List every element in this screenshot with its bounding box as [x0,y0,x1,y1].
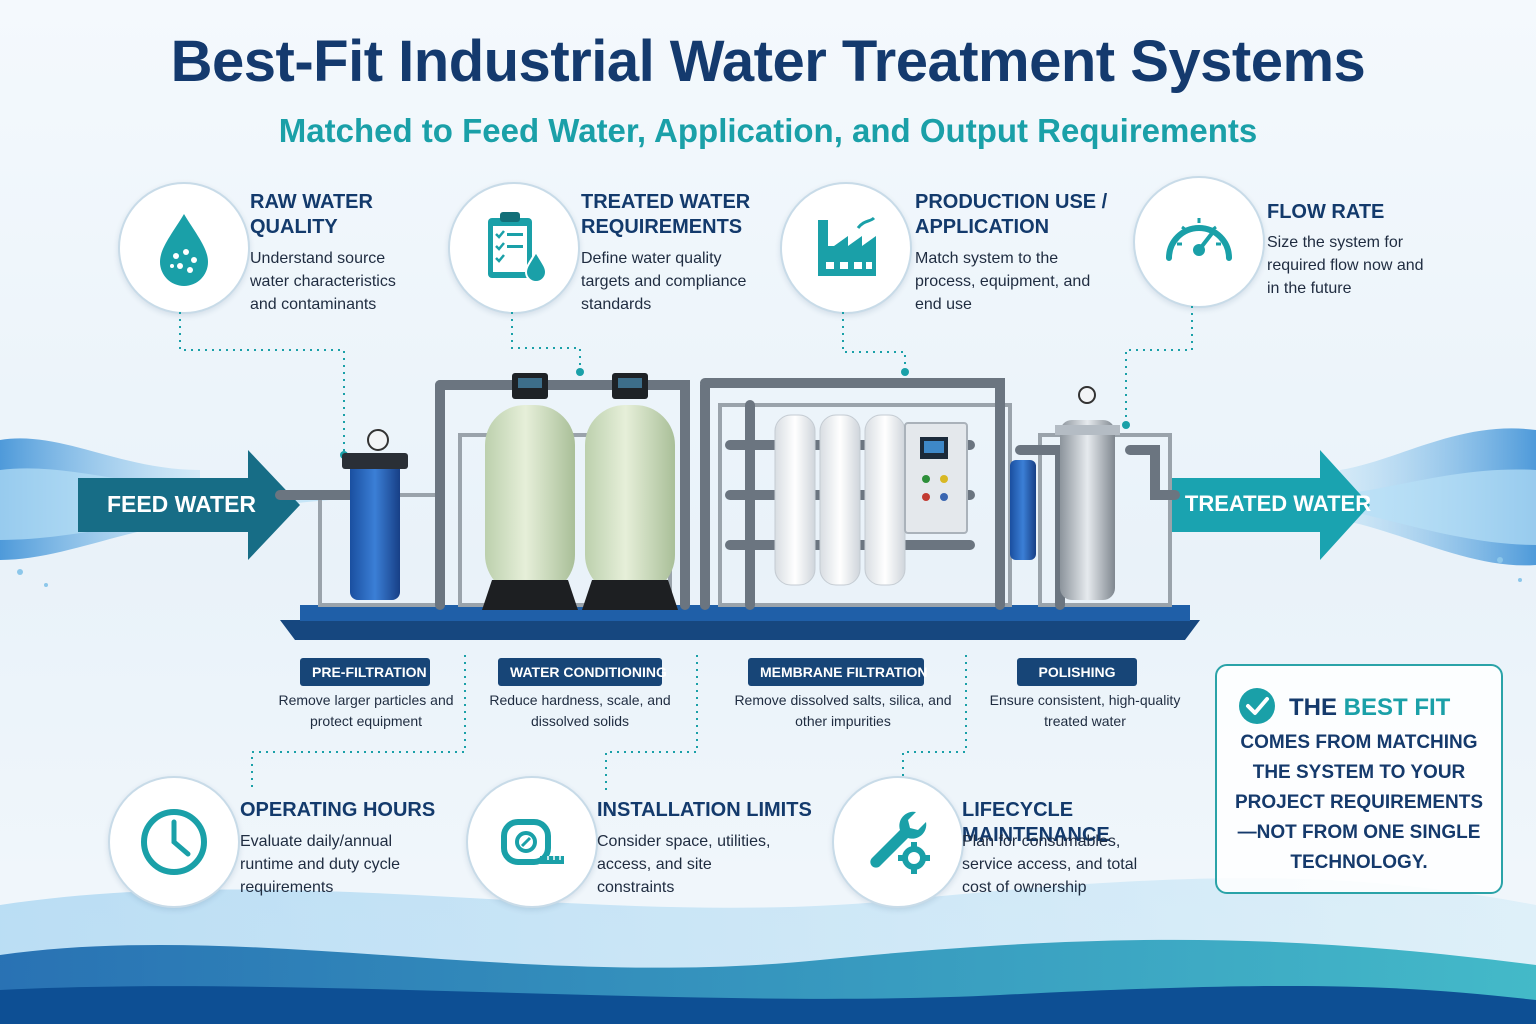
gauge-icon [1166,218,1232,261]
treated-water-requirements-circle [448,182,580,314]
check-circle-icon [1239,688,1275,724]
feed-water-arrow [78,450,300,560]
best-fit-callout: THE BEST FIT COMES FROM MATCHING THE SYS… [1215,664,1503,894]
treated-water-label: TREATED WATER [1184,491,1372,516]
operating-hours-desc: Evaluate daily/annual runtime and duty c… [240,833,401,896]
installation-limits-title: INSTALLATION LIMITS [597,799,812,821]
page-subtitle: Matched to Feed Water, Application, and … [278,112,1258,149]
operating-hours-title: OPERATING HOURS [240,799,436,821]
stage-water-conditioning-desc: Reduce hardness, scale, and dissolved so… [489,692,671,729]
callout-body: COMES FROM MATCHING THE SYSTEM TO YOUR P… [1234,732,1484,873]
clock-icon [141,809,207,875]
flow-rate-desc: Size the system for required flow now an… [1267,234,1424,297]
raw-water-quality-title: RAW WATER QUALITY [250,191,373,238]
stage-membrane-filtration-label: MEMBRANE FILTRATION [748,658,927,686]
production-use-circle [780,182,912,314]
production-use-title: PRODUCTION USE / APPLICATION [915,191,1108,238]
raw-water-quality-desc: Understand source water characteristics … [250,250,396,313]
stage-pre-filtration-label: PRE-FILTRATION [300,658,430,686]
stage-polishing-label: POLISHING [1017,658,1137,686]
feed-water-label: FEED WATER [106,491,257,517]
callout-heading-highlight: BEST FIT [1343,694,1451,721]
operating-hours-circle [108,776,240,908]
installation-limits-circle [466,776,598,908]
tape-measure-icon [501,819,564,865]
factory-icon [818,216,876,276]
flow-rate-title: FLOW RATE [1267,201,1385,223]
treated-water-requirements-title: TREATED WATER REQUIREMENTS [581,191,751,238]
lifecycle-maintenance-circle [832,776,964,908]
page-title: Best-Fit Industrial Water Treatment Syst… [170,29,1366,94]
treated-water-arrow [1170,450,1370,560]
lifecycle-maintenance-title: LIFECYCLE MAINTENANCE [962,799,1110,846]
callout-heading: THE BEST FIT [1289,694,1450,722]
flow-rate-circle [1133,176,1265,308]
stage-membrane-filtration-desc: Remove dissolved salts, silica, and othe… [734,692,952,729]
production-use-desc: Match system to the process, equipment, … [915,250,1091,313]
raw-water-quality-circle [118,182,250,314]
stage-water-conditioning-label: WATER CONDITIONING [498,658,667,686]
stage-polishing-desc: Ensure consistent, high-quality treated … [989,692,1181,729]
stage-pre-filtration-desc: Remove larger particles and protect equi… [278,692,454,729]
clipboard-checklist-icon [488,212,548,283]
installation-limits-desc: Consider space, utilities, access, and s… [597,833,771,896]
treated-water-requirements-desc: Define water quality targets and complia… [581,250,747,313]
wrench-gear-icon [870,811,930,874]
treatment-skid-illustration [275,373,1200,640]
water-drop-icon [160,214,208,286]
lifecycle-maintenance-desc: Plan for consumables, service access, an… [962,833,1138,896]
callout-heading-prefix: THE [1289,694,1344,721]
